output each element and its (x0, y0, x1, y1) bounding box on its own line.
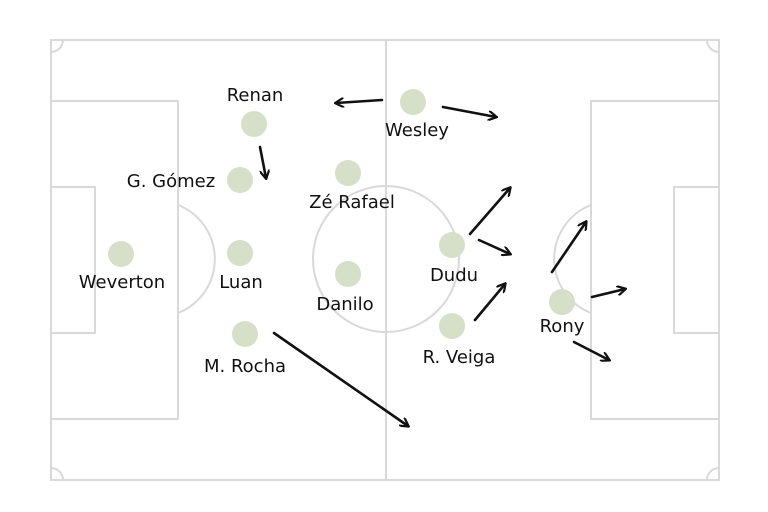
player-danilo: Danilo (316, 261, 374, 315)
player-dot (335, 261, 361, 287)
right-goal-area (673, 186, 720, 334)
corner-arc-bottom-right (706, 467, 720, 481)
left-penalty-arc (177, 204, 216, 314)
player-dot (335, 160, 361, 186)
arrow-rony-down (572, 340, 609, 360)
player-dot (232, 321, 258, 347)
player-dudu: Dudu (430, 232, 478, 286)
arrow-dudu-up (468, 188, 510, 236)
player-renan: Renan (227, 85, 284, 137)
arrow-wesley-right (441, 105, 496, 117)
arrow-dudu-right (477, 238, 510, 254)
arrow-m-rocha-forward (272, 331, 408, 426)
corner-arc-top-right (706, 39, 720, 53)
player-dot (400, 89, 426, 115)
player-dot (227, 167, 253, 193)
arrow-rony-up (550, 222, 586, 274)
player-name: Wesley (385, 120, 449, 141)
player-m-rocha: M. Rocha (204, 321, 286, 377)
arrow-renan-down (258, 145, 266, 178)
player-name: Luan (219, 272, 263, 293)
player-weverton: Weverton (79, 241, 165, 293)
player-ze-rafael: Zé Rafael (309, 160, 395, 213)
player-name: Danilo (316, 294, 373, 315)
player-dot (241, 111, 267, 137)
player-name: R. Veiga (423, 347, 496, 368)
player-name: Dudu (430, 265, 478, 286)
player-dot (227, 240, 253, 266)
center-circle (312, 185, 460, 333)
player-g-gomez: G. Gómez (127, 167, 253, 193)
arrow-wesley-left (336, 100, 384, 103)
arrow-r-veiga-up (473, 284, 505, 322)
player-dot (439, 232, 465, 258)
right-penalty-area (590, 100, 720, 420)
player-wesley: Wesley (385, 89, 449, 141)
player-name: Renan (227, 85, 284, 106)
player-dot (549, 289, 575, 315)
player-luan: Luan (219, 240, 263, 293)
football-pitch (50, 39, 720, 481)
left-goal-area (50, 186, 96, 334)
player-dot (439, 313, 465, 339)
player-dot (108, 241, 134, 267)
player-name: Rony (540, 316, 585, 337)
player-name: G. Gómez (127, 171, 215, 192)
player-r-veiga: R. Veiga (423, 313, 496, 368)
player-name: Weverton (79, 272, 165, 293)
corner-arc-bottom-left (50, 467, 64, 481)
arrow-rony-right (590, 289, 625, 299)
players-layer: Weverton Renan G. Gómez Luan M. Rocha Zé… (79, 85, 585, 377)
player-name: Zé Rafael (309, 192, 395, 213)
player-name: M. Rocha (204, 356, 286, 377)
corner-arc-top-left (50, 39, 64, 53)
movement-arrows (258, 100, 625, 426)
player-rony: Rony (540, 289, 585, 337)
